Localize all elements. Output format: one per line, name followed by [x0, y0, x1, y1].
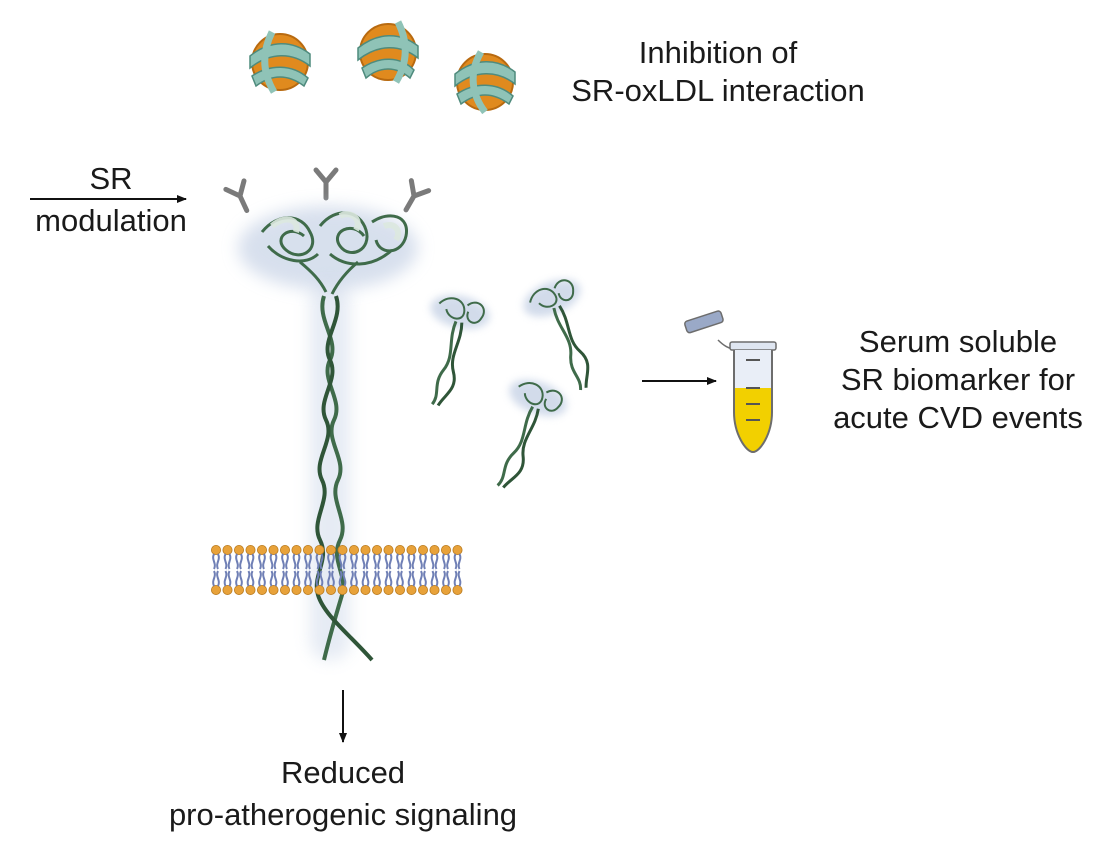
soluble-receptor-icon	[496, 379, 567, 489]
soluble-receptor-icon	[430, 295, 490, 407]
oxldl-particle-icon	[454, 50, 516, 115]
biomarker-label: Serum soluble SR biomarker for acute CVD…	[808, 323, 1108, 437]
modulation-label: SR modulation	[16, 160, 206, 240]
signaling-label: Reduced pro-atherogenic signaling	[118, 754, 568, 834]
inhibition-label: Inhibition of SR-oxLDL interaction	[548, 34, 888, 110]
cell-membrane-icon	[210, 545, 463, 596]
antibodies	[223, 167, 432, 214]
antibody-icon	[403, 178, 432, 213]
biomarker-line2: SR biomarker for	[840, 362, 1076, 397]
arrows	[30, 195, 717, 743]
modulation-line1: SR	[89, 161, 133, 196]
inhibition-line2: SR-oxLDL interaction	[571, 73, 865, 108]
signaling-line2: pro-atherogenic signaling	[168, 797, 518, 832]
biomarker-line1: Serum soluble	[858, 324, 1058, 359]
soluble-receptor-icon	[523, 279, 590, 391]
signaling-line1: Reduced	[280, 755, 406, 790]
oxldl-particle-icon	[357, 20, 419, 84]
inhibition-line1: Inhibition of	[638, 35, 798, 70]
antibody-icon	[313, 167, 339, 201]
biomarker-line3: acute CVD events	[833, 400, 1083, 435]
oxldl-particle-icon	[249, 30, 311, 94]
antibody-icon	[223, 178, 250, 214]
oxldl-particles	[249, 20, 516, 115]
soluble-receptors	[430, 279, 590, 489]
serum-tube-icon	[684, 310, 777, 454]
modulation-line2: modulation	[35, 203, 187, 238]
